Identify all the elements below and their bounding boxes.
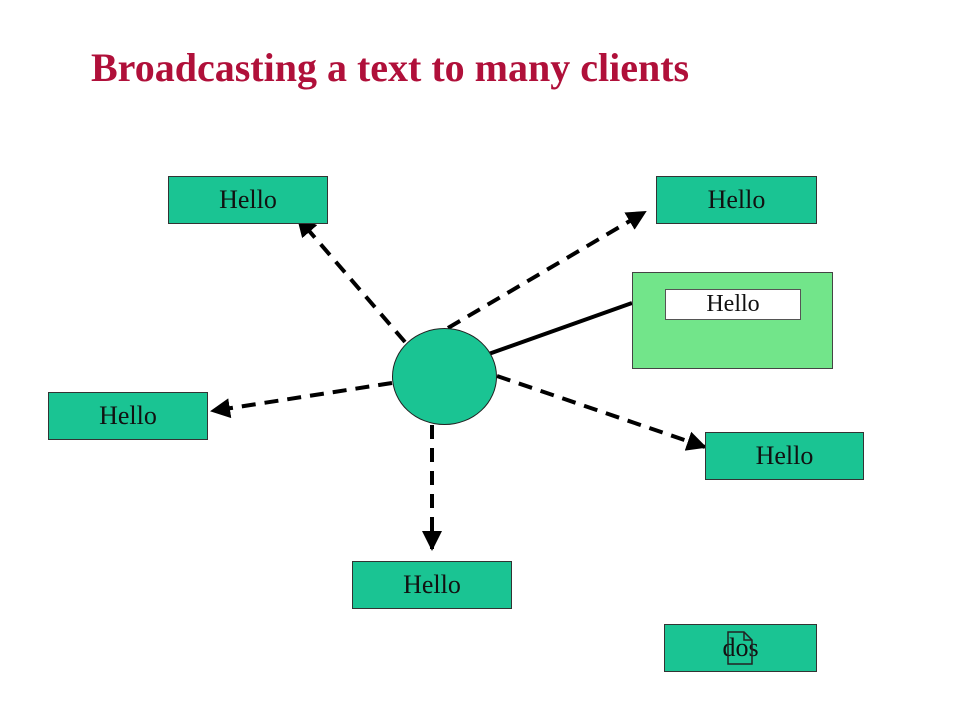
arrow-server-to-client-top-left [296,216,407,344]
client-box-right: Hello [705,432,864,480]
sender-message-field[interactable]: Hello [665,289,801,320]
sender-window [632,272,833,369]
client-box-bottom: Hello [352,561,512,609]
client-box-top-left: Hello [168,176,328,224]
page-title: Broadcasting a text to many clients [91,45,690,90]
arrow-server-to-client-top-right [446,210,647,330]
client-box-top-right: Hello [656,176,817,224]
client-box-left: Hello [48,392,208,440]
server-node [392,328,497,425]
file-icon [727,631,753,665]
arrow-server-to-client-left [210,381,393,419]
arrow-server-to-client-right [496,374,707,451]
